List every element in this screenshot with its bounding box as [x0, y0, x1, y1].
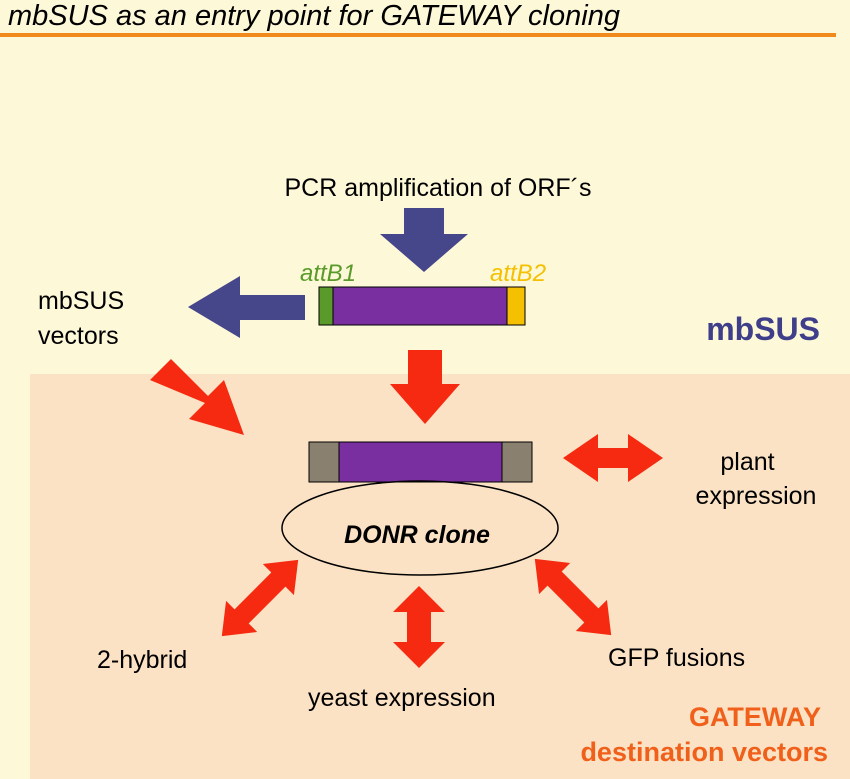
mbsus-vectors-label: mbSUS vectors: [38, 287, 131, 350]
gfp-fusions-arrow: [534, 558, 612, 636]
pcr-label: PCR amplification of ORF´s: [284, 174, 591, 202]
donr-clone-ellipse: [281, 480, 559, 576]
plant-expression-arrow: [563, 434, 663, 482]
plant-line2: expression: [696, 482, 817, 510]
attb2-label: attB2: [490, 260, 546, 287]
attb1-label: attB1: [300, 260, 356, 287]
plant-expression-label: plant expression: [696, 448, 817, 510]
mbsus-vectors-line2: vectors: [38, 322, 119, 350]
yeast-expression-arrow: [393, 586, 445, 668]
mbsus-region-label: mbSUS: [706, 311, 820, 347]
title-rule: [0, 33, 836, 37]
mbsus-vectors-line1: mbSUS: [38, 287, 124, 315]
two-hybrid-arrow: [221, 559, 299, 637]
plant-line1: plant: [720, 448, 774, 476]
gateway-line1: GATEWAY: [689, 702, 821, 732]
gfp-fusions-label: GFP fusions: [608, 644, 745, 672]
donr-clone-label: DONR clone: [344, 521, 490, 549]
vectors-to-donr-arrow: [150, 359, 244, 435]
attl1-site: [308, 441, 340, 483]
orf-insert: [332, 286, 508, 326]
attb1-site: [318, 286, 334, 326]
to-mbsus-vectors-arrow: [188, 276, 305, 338]
page-title: mbSUS as an entry point for GATEWAY clon…: [8, 0, 620, 32]
pcr-product: [318, 286, 526, 326]
pcr-to-donr-arrow: [390, 350, 460, 424]
attb2-site: [506, 286, 526, 326]
donr-insert: [338, 441, 503, 483]
yeast-expression-label: yeast expression: [308, 684, 496, 712]
two-hybrid-label: 2-hybrid: [97, 646, 187, 674]
attl2-site: [501, 441, 533, 483]
gateway-line2: destination vectors: [580, 737, 828, 767]
donr-construct: [308, 441, 533, 483]
pcr-arrow: [380, 208, 468, 272]
gateway-label: GATEWAY destination vectors: [580, 702, 828, 767]
